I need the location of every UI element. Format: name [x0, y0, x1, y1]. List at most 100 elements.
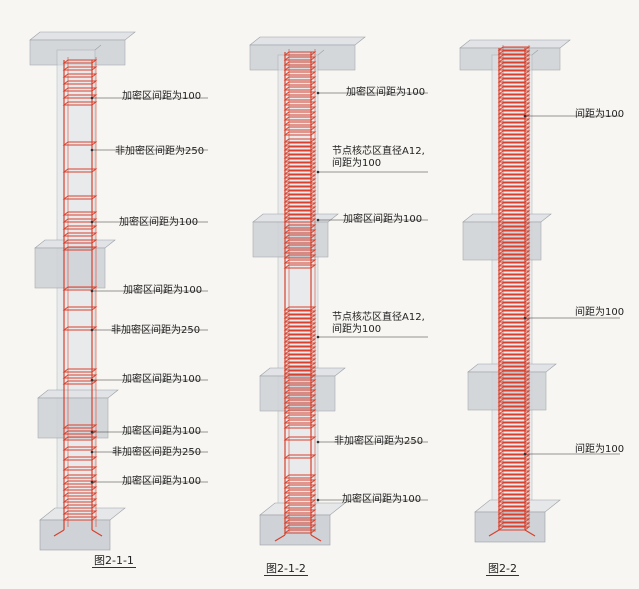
fig2-z4-tie-5: [283, 326, 317, 331]
fig3-tie-tie-89: [497, 402, 531, 407]
fig2-z2-tie-16: [283, 202, 317, 207]
fig1-label-6: 加密区间距为100: [122, 374, 202, 385]
fig3-tie-tie-7: [497, 74, 531, 79]
fig3-tie-tie-39: [497, 202, 531, 207]
fig2-z7-tie-0: [283, 474, 317, 479]
fig3-tie-tie-6: [497, 70, 531, 75]
fig1-z4-tie-1: [62, 306, 98, 311]
fig3-tie-tie-95: [497, 426, 531, 431]
fig2-z3-tie-0: [283, 224, 317, 229]
fig2-z1-tie-10: [283, 101, 317, 106]
fig2-z5-tie-9: [283, 419, 317, 424]
fig2-z4-tie-8: [283, 338, 317, 343]
fig2-z4-tie-16: [283, 370, 317, 375]
fig3-tie-tie-71: [497, 330, 531, 335]
fig2-z7-tie-6: [283, 504, 317, 509]
fig3-tie-tie-40: [497, 206, 531, 211]
fig2-z5-tie-3: [283, 389, 317, 394]
fig3-tie-tie-30: [497, 166, 531, 171]
fig3-tie-tie-13: [497, 98, 531, 103]
fig3-tie-tie-110: [497, 486, 531, 491]
fig1-z3-tie-1: [62, 218, 98, 223]
fig2-z2-tie-9: [283, 174, 317, 179]
fig3-column-edge: [531, 49, 539, 56]
fig3-tie-tie-76: [497, 350, 531, 355]
fig2-z4-tie-14: [283, 362, 317, 367]
fig3-tie-tie-86: [497, 390, 531, 395]
fig3-tie-tie-10: [497, 86, 531, 91]
fig3-leader-2-dot: [523, 316, 527, 320]
fig3-tie-tie-72: [497, 334, 531, 339]
fig2-z7-tie-1: [283, 479, 317, 484]
fig2-z2-tie-4: [283, 154, 317, 159]
fig2-z3-tie-8: [283, 264, 317, 269]
fig3-tie-tie-9: [497, 82, 531, 87]
fig2-column-edge: [317, 49, 325, 56]
fig2-z7-tie-10: [283, 524, 317, 529]
fig3-tie-tie-37: [497, 194, 531, 199]
fig1-z8-tie-3: [62, 492, 98, 497]
fig3-tie-tie-19: [497, 122, 531, 127]
fig1-z2-tie-1: [62, 168, 98, 173]
fig1-leader-5-dot: [90, 328, 94, 332]
fig2-z4-tie-12: [283, 354, 317, 359]
fig1-z1-tie-2: [62, 73, 98, 78]
fig2-z2-tie-6: [283, 162, 317, 167]
fig3-tie-tie-82: [497, 374, 531, 379]
fig2-z1-tie-12: [283, 111, 317, 116]
fig1-leader-8-dot: [90, 450, 94, 454]
fig3-tie-tie-33: [497, 178, 531, 183]
fig3-tie-tie-93: [497, 418, 531, 423]
fig2-z7-tie-4: [283, 494, 317, 499]
fig3-tie-tie-112: [497, 494, 531, 499]
fig3-tie-tie-114: [497, 502, 531, 507]
fig3-tie-tie-36: [497, 190, 531, 195]
fig3-tie-tie-63: [497, 298, 531, 303]
fig2-z2-tie-0: [283, 138, 317, 143]
fig1-z8-tie-2: [62, 486, 98, 491]
fig3-tie-tie-48: [497, 238, 531, 243]
fig2-z5-tie-1: [283, 379, 317, 384]
fig3-tie-tie-29: [497, 162, 531, 167]
fig2-z4-tie-10: [283, 346, 317, 351]
fig2-rebar-hook-r: [310, 534, 322, 542]
fig2-label-6: 加密区间距为100: [342, 494, 422, 505]
fig2-label-2: 节点核芯区直径A12,间距为100: [332, 146, 425, 169]
fig3-tie-tie-46: [497, 230, 531, 235]
fig1-z5-tie-2: [62, 380, 98, 385]
fig3-tie-tie-69: [497, 322, 531, 327]
fig3-tie-tie-41: [497, 210, 531, 215]
fig3-tie-tie-108: [497, 478, 531, 483]
fig3-tie-tie-28: [497, 158, 531, 163]
fig3-tie-tie-92: [497, 414, 531, 419]
fig3-tie-tie-100: [497, 446, 531, 451]
fig1-label-3: 加密区间距为100: [119, 217, 199, 228]
fig2-z4-tie-13: [283, 358, 317, 363]
fig3-tie-tie-45: [497, 226, 531, 231]
fig2-z5-tie-7: [283, 409, 317, 414]
fig1-z4-tie-2: [62, 326, 98, 331]
fig3-tie-tie-53: [497, 258, 531, 263]
fig3-caption: 图2-2: [486, 562, 519, 576]
fig3-rebar-hook-r: [524, 529, 536, 537]
fig1-z3-tie-5: [62, 246, 98, 251]
fig3-tie-tie-12: [497, 94, 531, 99]
fig1-z2-tie-0: [62, 141, 98, 146]
fig2-z1-tie-14: [283, 121, 317, 126]
fig3-tie-tie-20: [497, 126, 531, 131]
fig3-tie-tie-115: [497, 506, 531, 511]
fig2-label-1: 加密区间距为100: [346, 87, 426, 98]
fig3-tie-tie-51: [497, 250, 531, 255]
fig3-tie-tie-107: [497, 474, 531, 479]
fig2-leader-4-dot: [316, 335, 320, 339]
fig3-tie-tie-23: [497, 138, 531, 143]
fig1-label-7: 加密区间距为100: [122, 426, 202, 437]
fig3-tie-tie-47: [497, 234, 531, 239]
fig2-z1-tie-6: [283, 81, 317, 86]
fig2-z1-tie-9: [283, 96, 317, 101]
fig2-z2-tie-14: [283, 194, 317, 199]
fig2-z1-tie-2: [283, 61, 317, 66]
fig3-tie-tie-2: [497, 54, 531, 59]
fig3-tie-tie-50: [497, 246, 531, 251]
